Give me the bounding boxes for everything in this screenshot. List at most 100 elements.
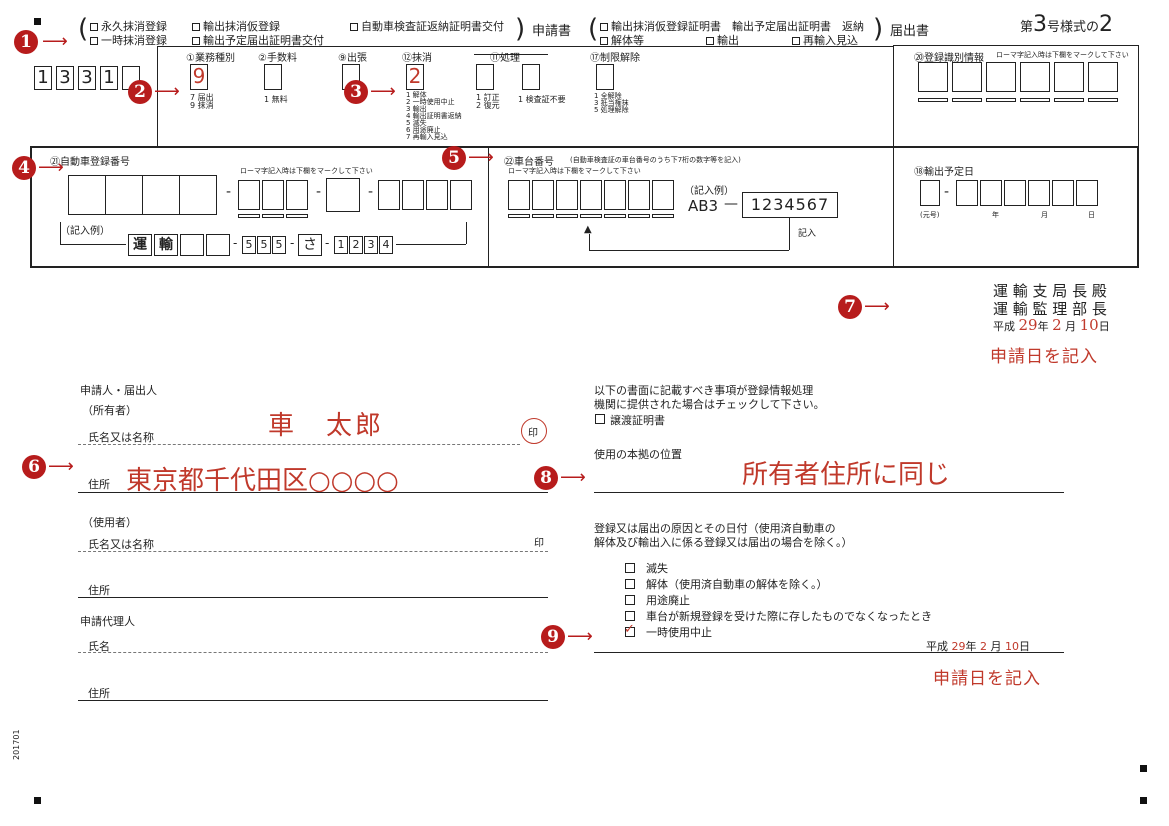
- cause-check-2[interactable]: [625, 579, 635, 589]
- plate-box-3[interactable]: [142, 175, 180, 215]
- todokedesho-label: 届出書: [890, 24, 930, 39]
- cause-check-3[interactable]: [625, 595, 635, 605]
- code-digit-1[interactable]: 1: [34, 66, 52, 90]
- opt-export[interactable]: 輸出: [706, 32, 739, 48]
- shori-box-2[interactable]: [522, 64, 540, 90]
- arrow-right-icon-4: ⟶: [38, 157, 64, 178]
- plate-box-1[interactable]: [68, 175, 106, 215]
- shadai-mark[interactable]: [604, 214, 626, 218]
- yushutsu-box[interactable]: [1028, 180, 1050, 206]
- yushutsu-box[interactable]: [1004, 180, 1026, 206]
- agent-name-label: 氏名: [88, 640, 110, 653]
- toroku-box[interactable]: [1088, 62, 1118, 92]
- cause-check-4[interactable]: [625, 611, 635, 621]
- seigen-box[interactable]: [596, 64, 614, 90]
- honkyo-value[interactable]: 所有者住所に同じ: [742, 460, 951, 490]
- opt-cert-return[interactable]: 輸出抹消仮登録証明書 輸出予定届出証明書 返納: [600, 18, 864, 34]
- toroku-box[interactable]: [1020, 62, 1050, 92]
- agent-name-line: [78, 652, 548, 653]
- day-label: 日: [1088, 211, 1095, 219]
- yushutsu-box[interactable]: [1076, 180, 1098, 206]
- opt-return-cert[interactable]: 自動車検査証返納証明書交付: [350, 18, 504, 34]
- toroku-box[interactable]: [918, 62, 948, 92]
- user-addr-line: [78, 597, 548, 598]
- toroku-mark[interactable]: [986, 98, 1016, 102]
- tesuryo-box[interactable]: [264, 64, 282, 90]
- toroku-mark[interactable]: [1020, 98, 1050, 102]
- code-digit-2[interactable]: 3: [56, 66, 74, 90]
- shadai-box[interactable]: [508, 180, 530, 210]
- massho-box[interactable]: 2: [406, 64, 424, 90]
- info-line2: 機関に提供された場合はチェックして下さい。: [594, 398, 825, 411]
- shadai-box[interactable]: [652, 180, 674, 210]
- shadai-box[interactable]: [604, 180, 626, 210]
- code-digit-3[interactable]: 3: [78, 66, 96, 90]
- toroku-mark[interactable]: [952, 98, 982, 102]
- plate-num-a-mark[interactable]: [238, 214, 260, 218]
- toroku-mark[interactable]: [1054, 98, 1084, 102]
- plate-box-4[interactable]: [179, 175, 217, 215]
- shadai-mark[interactable]: [580, 214, 602, 218]
- owner-name-value[interactable]: 車 太郎: [268, 411, 385, 441]
- plate-num-b-box[interactable]: [402, 180, 424, 210]
- example-kana: さ: [298, 234, 322, 256]
- plate-num-b-box[interactable]: [450, 180, 472, 210]
- opt-dismantle[interactable]: 解体等: [600, 32, 644, 48]
- toroku-mark[interactable]: [1088, 98, 1118, 102]
- plate-num-a-mark[interactable]: [286, 214, 308, 218]
- plate-box-2[interactable]: [105, 175, 143, 215]
- plate-num-a-box[interactable]: [238, 180, 260, 210]
- arrow-right-icon-1: ⟶: [42, 31, 68, 52]
- cause-check-1[interactable]: [625, 563, 635, 573]
- toroku-box[interactable]: [1054, 62, 1084, 92]
- opt-temporary[interactable]: 一時抹消登録: [90, 32, 167, 48]
- tesuryo-label: ②手数料: [258, 53, 297, 64]
- user-name-line: [78, 551, 548, 552]
- toroku-mark[interactable]: [918, 98, 948, 102]
- cause-check-5[interactable]: [625, 627, 635, 637]
- shadai-mark[interactable]: [532, 214, 554, 218]
- yushutsu-box[interactable]: [1052, 180, 1074, 206]
- shori-bracket: [474, 54, 548, 55]
- yushutsu-box[interactable]: [980, 180, 1002, 206]
- opt-reimport[interactable]: 再輸入見込: [792, 32, 858, 48]
- plate-num-b-box[interactable]: [378, 180, 400, 210]
- user-addr-label: 住所: [88, 584, 110, 597]
- cause-date: 平成 29年 2 月 10日: [926, 640, 1030, 653]
- registration-mark-br1: [1140, 765, 1147, 772]
- side-code: 201701: [12, 729, 21, 760]
- shadai-box[interactable]: [628, 180, 650, 210]
- plate-num-b-box[interactable]: [426, 180, 448, 210]
- plate-num-a-box[interactable]: [262, 180, 284, 210]
- agent-addr-label: 住所: [88, 687, 110, 700]
- shadai-mark[interactable]: [652, 214, 674, 218]
- shadai-mark[interactable]: [628, 214, 650, 218]
- arrow-right-icon-9: ⟶: [567, 626, 593, 647]
- shori-box-1[interactable]: [476, 64, 494, 90]
- shadai-mark[interactable]: [508, 214, 530, 218]
- code-digit-4[interactable]: 1: [100, 66, 118, 90]
- plate-kana-box[interactable]: [326, 178, 360, 212]
- joto-checkbox[interactable]: [595, 414, 605, 424]
- opt-permanent[interactable]: 永久抹消登録: [90, 18, 167, 34]
- shadai-box[interactable]: [556, 180, 578, 210]
- shadai-mark[interactable]: [556, 214, 578, 218]
- yushutsu-era-box[interactable]: [920, 180, 940, 206]
- shadai-kinyu: 記入: [798, 229, 817, 239]
- opt-export-cert[interactable]: 輸出予定届出証明書交付: [192, 32, 324, 48]
- plate-num-a-mark[interactable]: [262, 214, 284, 218]
- plate-num-a-box[interactable]: [286, 180, 308, 210]
- owner-addr-value[interactable]: 東京都千代田区○○○○: [126, 466, 399, 496]
- plate-dash-3: -: [368, 184, 374, 200]
- arrow-right-icon-8: ⟶: [560, 467, 586, 488]
- yushutsu-dash: -: [944, 184, 950, 200]
- yushutsu-box[interactable]: [956, 180, 978, 206]
- example-c3: [180, 234, 204, 256]
- toroku-box[interactable]: [986, 62, 1016, 92]
- owner-addr-line: [78, 492, 548, 493]
- opt-export-temp[interactable]: 輸出抹消仮登録: [192, 18, 280, 34]
- gyomu-box[interactable]: 9: [190, 64, 208, 90]
- shadai-box[interactable]: [580, 180, 602, 210]
- shadai-box[interactable]: [532, 180, 554, 210]
- toroku-box[interactable]: [952, 62, 982, 92]
